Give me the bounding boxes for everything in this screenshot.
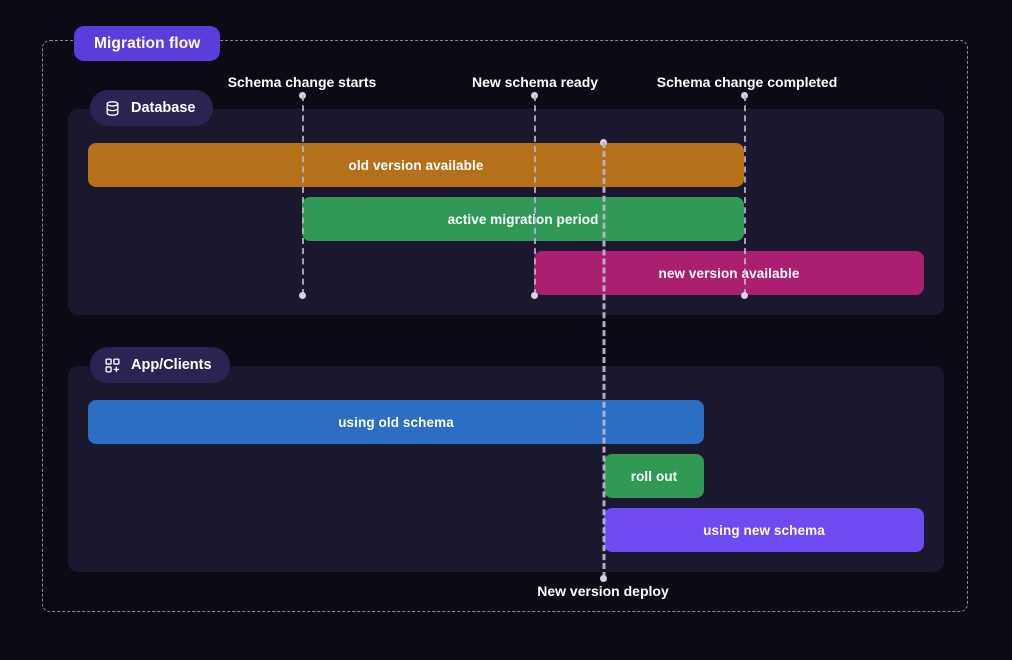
bar-label: new version available [658,265,800,281]
bar-label: using old schema [338,414,454,430]
bar-roll-out: roll out [604,454,704,498]
bar-old-version-available: old version available [88,143,744,187]
bar-label: active migration period [447,211,599,227]
marker-label-new-version-deploy: New version deploy [537,583,669,599]
bar-label: roll out [630,468,678,484]
lane-badge-label: App/Clients [131,357,212,373]
diagram-frame [42,40,968,612]
bar-label: old version available [348,157,484,173]
bar-active-migration-period: active migration period [302,197,744,241]
lane-badge-label: Database [131,100,196,116]
lane-badge-app-clients: App/Clients [90,347,230,383]
page-title: Migration flow [94,34,201,52]
apps-grid-plus-icon [104,357,121,374]
marker-label-schema-change-completed: Schema change completed [656,74,838,90]
bar-label: using new schema [703,522,825,538]
bar-new-version-available: new version available [534,251,924,295]
bar-using-new-schema: using new schema [604,508,924,552]
marker-label-new-schema-ready: New schema ready [471,74,599,90]
bar-using-old-schema: using old schema [88,400,704,444]
diagram-title-pill: Migration flow [74,26,221,61]
database-icon [104,100,121,117]
marker-label-schema-change-starts: Schema change starts [227,74,377,90]
lane-badge-database: Database [90,90,214,126]
